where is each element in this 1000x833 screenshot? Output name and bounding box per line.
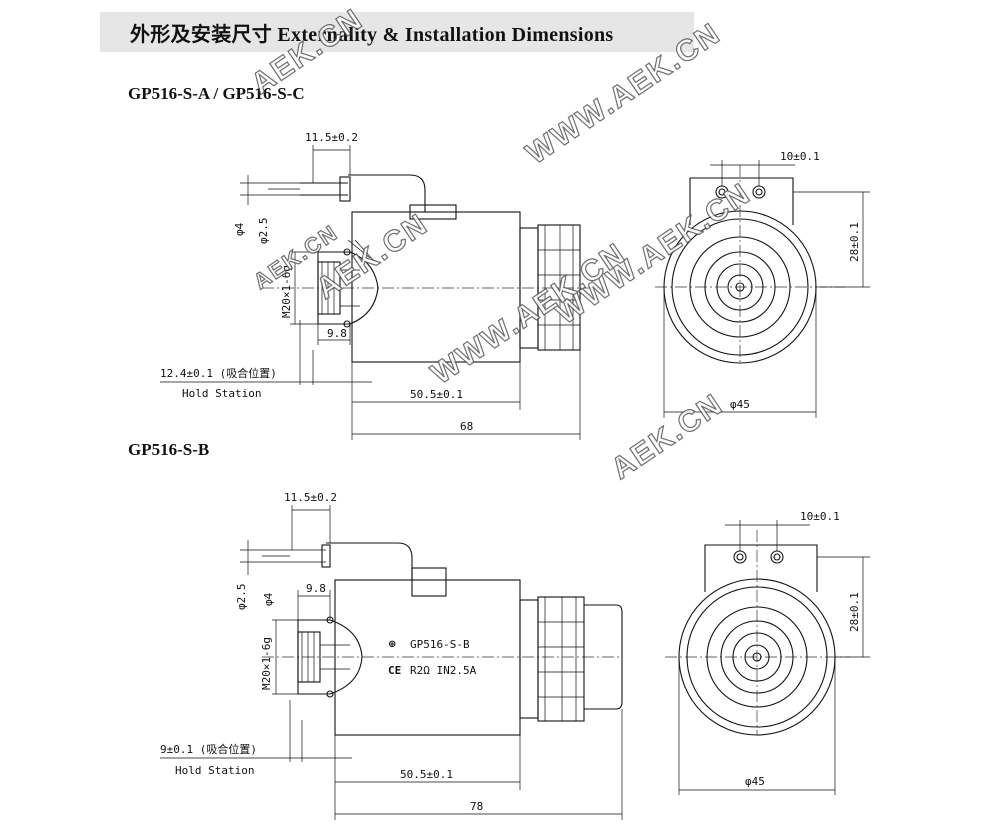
svg-text:10±0.1: 10±0.1 <box>780 150 820 163</box>
svg-text:φ45: φ45 <box>745 775 765 788</box>
svg-text:11.5±0.2: 11.5±0.2 <box>305 131 358 144</box>
svg-text:68: 68 <box>460 420 473 433</box>
svg-text:50.5±0.1: 50.5±0.1 <box>400 768 453 781</box>
watermark: WWW.AEK.CN <box>550 177 756 331</box>
svg-text:⊕: ⊕ <box>388 639 396 650</box>
svg-text:CE: CE <box>388 664 401 677</box>
svg-text:GP516-S-B: GP516-S-B <box>410 638 470 651</box>
svg-text:9±0.1 (吸合位置): 9±0.1 (吸合位置) <box>160 742 257 756</box>
svg-text:Hold Station: Hold Station <box>175 764 254 777</box>
svg-text:Hold Station: Hold Station <box>182 387 261 400</box>
svg-text:50.5±0.1: 50.5±0.1 <box>410 388 463 401</box>
svg-text:10±0.1: 10±0.1 <box>800 510 840 523</box>
side-view-b: ⊕ GP516-S-B CE R2Ω IN2.5A 11.5±0.2 φ2.5 … <box>160 491 623 820</box>
watermark: AEK.CN <box>605 387 729 485</box>
page-title: 外形及安装尺寸 Externality & Installation Dimen… <box>130 24 614 46</box>
svg-text:R2Ω IN2.5A: R2Ω IN2.5A <box>410 664 477 677</box>
svg-text:φ4: φ4 <box>233 222 246 236</box>
front-view-a: 10±0.1 28±0.1 φ45 <box>655 150 870 418</box>
watermark: WWW.AEK.CN <box>425 237 631 391</box>
side-view-a: 11.5±0.2 φ4 φ2.5 M20×1-6g 9.8 12.4±0.1 (… <box>160 131 605 440</box>
svg-text:11.5±0.2: 11.5±0.2 <box>284 491 337 504</box>
section-title-b: GP516-S-B <box>128 440 210 459</box>
svg-text:M20×1-6g: M20×1-6g <box>280 265 293 318</box>
watermark: AEK.CN <box>245 2 369 100</box>
svg-text:28±0.1: 28±0.1 <box>848 592 861 632</box>
svg-text:12.4±0.1 (吸合位置): 12.4±0.1 (吸合位置) <box>160 366 277 380</box>
svg-text:28±0.1: 28±0.1 <box>848 222 861 262</box>
svg-text:φ45: φ45 <box>730 398 750 411</box>
svg-text:M20×1-6g: M20×1-6g <box>260 637 273 690</box>
svg-text:φ2.5: φ2.5 <box>235 584 248 611</box>
watermark: WWW.AEK.CN <box>520 17 726 171</box>
front-view-b: 10±0.1 28±0.1 φ45 <box>665 510 870 795</box>
svg-text:φ4: φ4 <box>262 592 275 606</box>
svg-text:78: 78 <box>470 800 483 813</box>
header-bar <box>100 12 694 52</box>
watermarks: AEK.CN WWW.AEK.CN WWW.AEK.CN AEK.CN AEK.… <box>245 2 758 487</box>
section-title-a: GP516-S-A / GP516-S-C <box>128 84 305 103</box>
svg-text:9.8: 9.8 <box>327 327 347 340</box>
svg-text:9.8: 9.8 <box>306 582 326 595</box>
svg-text:φ2.5: φ2.5 <box>257 218 270 245</box>
